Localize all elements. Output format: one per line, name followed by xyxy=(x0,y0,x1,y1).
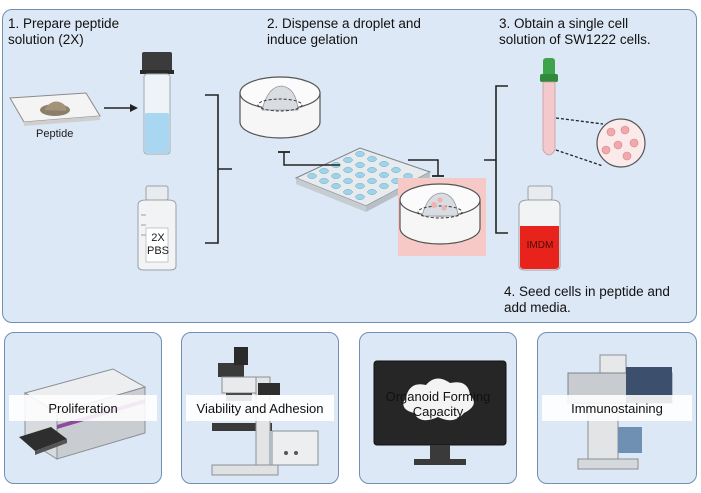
well-plate-icon xyxy=(294,147,432,212)
assay-label-organoid: Organoid Forming Capacity xyxy=(385,389,491,419)
cell-zoom-icon xyxy=(596,118,646,168)
pbs-label-line2: PBS xyxy=(146,245,169,257)
peptide-label: Peptide xyxy=(36,128,74,140)
step-2-text: 2. Dispense a droplet and induce gelatio… xyxy=(267,16,421,47)
step-1-text: 1. Prepare peptide solution (2X) xyxy=(8,16,120,47)
monitor-icon xyxy=(373,360,507,465)
petri-dish-seeded-icon xyxy=(399,183,481,245)
assay-tile-proliferation: Proliferation xyxy=(4,332,162,484)
cell-tube-icon xyxy=(540,58,558,156)
peptide-tray-icon xyxy=(9,92,101,126)
bracket-connector-right xyxy=(484,85,508,234)
assay-tile-immunostaining: Immunostaining xyxy=(537,332,697,484)
pbs-bottle-icon xyxy=(137,185,177,271)
step-4-text: 4. Seed cells in peptide and add media. xyxy=(504,284,670,315)
bracket-connector xyxy=(205,94,232,244)
assay-tile-organoid: Organoid Forming Capacity xyxy=(359,332,517,484)
media-bottle-icon xyxy=(518,185,561,271)
petri-dish-icon xyxy=(239,76,321,139)
peptide-vial-icon xyxy=(140,52,174,155)
assay-label-immunostaining: Immunostaining xyxy=(571,400,663,416)
assay-label-proliferation: Proliferation xyxy=(48,400,118,416)
media-label: IMDM xyxy=(526,240,554,251)
assay-label-viability: Viability and Adhesion xyxy=(196,400,324,416)
step-3-text: 3. Obtain a single cell solution of SW12… xyxy=(499,16,651,47)
arrow-icon xyxy=(104,104,138,112)
pbs-label-line1: 2X xyxy=(151,232,165,244)
assay-tile-viability: Viability and Adhesion xyxy=(181,332,339,484)
